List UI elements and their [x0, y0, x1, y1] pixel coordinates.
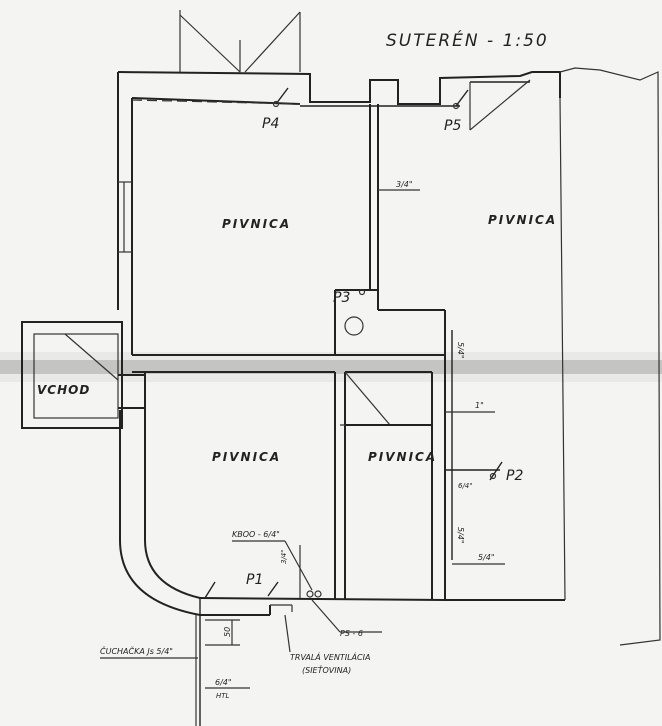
- scan-artifact-band: [0, 360, 662, 374]
- pipe-label-near-p1: 3/4": [280, 550, 288, 565]
- inner-walls: [119, 289, 565, 616]
- dim-50: 50: [223, 627, 232, 637]
- pipe-label-right-one: 1": [475, 401, 484, 410]
- dim-htl: HTL: [216, 692, 230, 700]
- room-label-top-left: PIVNICA: [222, 217, 291, 231]
- drain-circle: [344, 316, 364, 336]
- point-p3: P3: [333, 288, 366, 306]
- scan-artifact-band-light: [0, 352, 662, 382]
- door-swing-top: [179, 10, 301, 73]
- note-cuchacka: ČUCHAČKA Js 5/4": [100, 645, 173, 656]
- pipe-label-right-bottom: 5/4": [478, 553, 495, 562]
- room-label-bottom-left: PIVNICA: [212, 450, 281, 464]
- note-ps6: PS - 6: [340, 629, 363, 638]
- svg-text:P4: P4: [262, 116, 279, 132]
- pipe-label-right-lower: 5/4": [456, 527, 465, 544]
- svg-text:P5: P5: [444, 118, 461, 134]
- entrance-vchod: [21, 321, 145, 429]
- svg-text:P3: P3: [333, 290, 350, 306]
- pipe-label-right-upper: 5/4": [456, 342, 465, 359]
- room-label-top-right: PIVNICA: [488, 213, 557, 227]
- dim-64: 6/4": [215, 678, 232, 687]
- point-p2: P2: [489, 461, 523, 484]
- pipe-label-right-p2: 6/4": [458, 482, 473, 490]
- valve-symbol: [306, 590, 322, 598]
- bottom-riser: [195, 598, 250, 726]
- point-p4: P4: [262, 87, 289, 132]
- pipe-label-top-vertical: 3/4": [396, 180, 413, 189]
- room-label-bottom-mid: PIVNICA: [368, 450, 437, 464]
- plan-title: SUTERÉN - 1:50: [386, 29, 549, 51]
- note-ventilation-1: TRVALÁ VENTILÁCIA: [290, 651, 370, 662]
- room-label-entrance: VCHOD: [37, 383, 90, 397]
- point-p1: P1: [204, 572, 279, 599]
- note-ventilation-2: (SIEŤOVINA): [302, 664, 351, 675]
- point-p5: P5: [444, 89, 469, 134]
- svg-text:P1: P1: [246, 572, 263, 588]
- outer-walls: [117, 67, 661, 646]
- svg-text:P2: P2: [506, 468, 523, 484]
- note-kboo: KBOO - 6/4": [232, 530, 280, 539]
